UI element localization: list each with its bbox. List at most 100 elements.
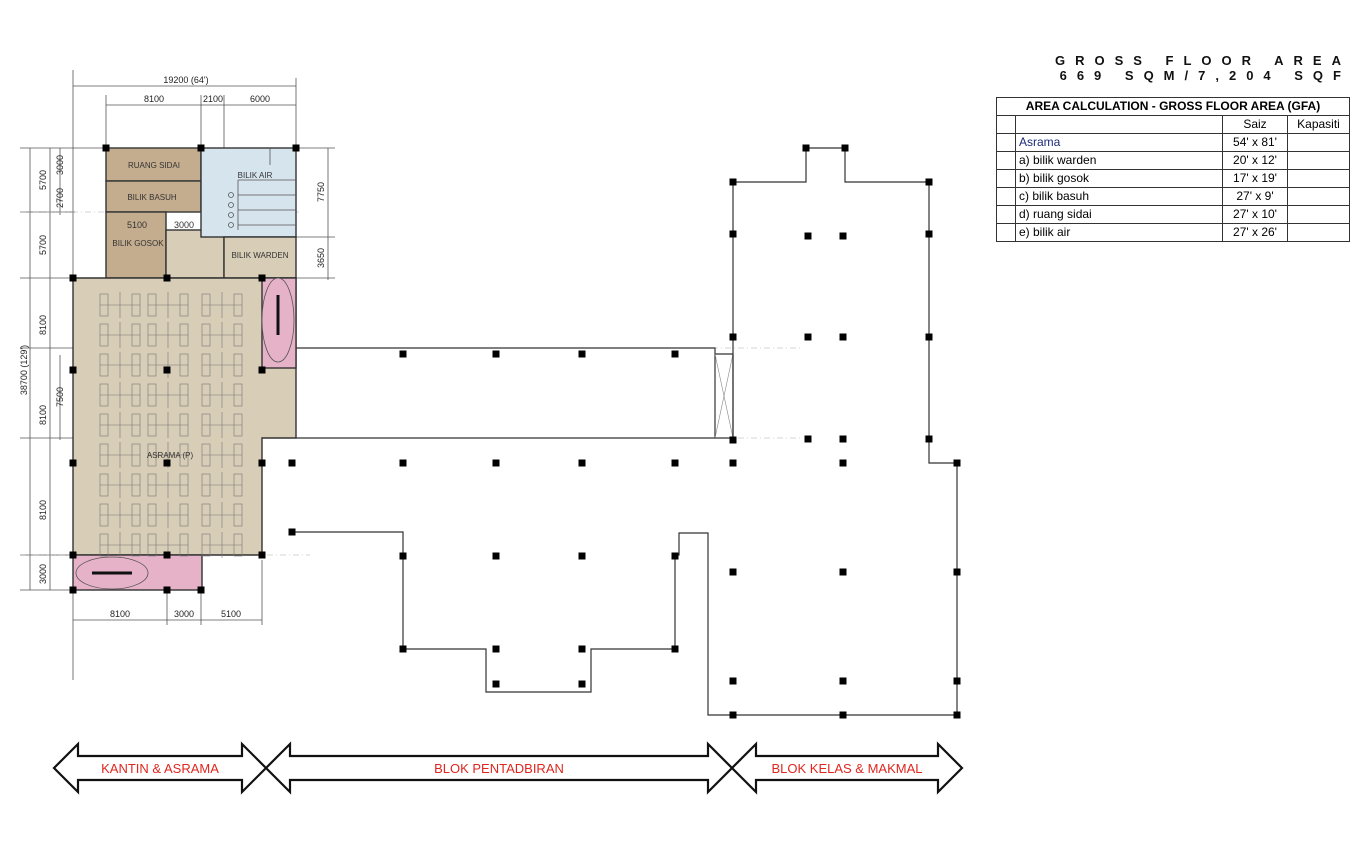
column-marker: [953, 711, 961, 719]
stair-details: [75, 277, 295, 590]
table-row: e) bilik air 27' x 26': [996, 223, 1350, 242]
column-marker: [925, 230, 933, 238]
label-blok-pentadbiran: BLOK PENTADBIRAN: [434, 761, 564, 776]
bed: [201, 473, 211, 497]
bed: [179, 323, 189, 347]
gfa-title-line1: GROSS FLOOR AREA: [1054, 53, 1351, 68]
bilik-basuh-room: [105, 180, 202, 213]
dim-right-a: 7750: [316, 182, 326, 202]
dim-left-a: 5700: [38, 170, 48, 190]
column-marker: [258, 366, 266, 374]
block-arrows: [52, 741, 964, 795]
row-name: d) ruang sidai: [1015, 205, 1223, 224]
admin-block-outline: [292, 147, 958, 716]
column-marker: [163, 366, 171, 374]
column-marker: [492, 680, 500, 688]
dim-top-c: 6000: [250, 94, 270, 104]
bed: [147, 293, 157, 317]
dim-inner-c: 7500: [55, 387, 65, 407]
column-marker: [69, 366, 77, 374]
dim-inner-a: 3000: [55, 155, 65, 175]
column-marker: [163, 274, 171, 282]
bed: [233, 413, 243, 437]
column-marker: [925, 435, 933, 443]
column-marker: [163, 551, 171, 559]
bed: [131, 473, 141, 497]
dimension-lines: [20, 70, 335, 680]
column-marker: [197, 144, 205, 152]
dim-bottom-c: 5100: [221, 609, 241, 619]
bed: [99, 383, 109, 407]
bed: [131, 503, 141, 527]
column-marker: [953, 677, 961, 685]
bilik-warden-room: [223, 236, 297, 279]
column-marker: [578, 552, 586, 560]
label-bilik-gosok: BILIK GOSOK: [112, 239, 164, 248]
bed: [131, 443, 141, 467]
bed: [179, 353, 189, 377]
column-marker: [839, 459, 847, 467]
bed: [201, 293, 211, 317]
table-row: d) ruang sidai 27' x 10': [996, 205, 1350, 224]
column-marker: [69, 274, 77, 282]
label-bilik-basuh: BILIK BASUH: [127, 193, 177, 202]
column-marker: [953, 459, 961, 467]
row-size: 54' x 81': [1222, 133, 1288, 152]
dim-left-f: 3000: [38, 564, 48, 584]
row-name: a) bilik warden: [1015, 151, 1223, 170]
column-marker: [288, 528, 296, 536]
column-marker: [729, 178, 737, 186]
bed: [201, 383, 211, 407]
column-marker: [729, 677, 737, 685]
bed: [147, 413, 157, 437]
column-marker: [492, 350, 500, 358]
bed: [99, 533, 109, 557]
column-marker: [729, 230, 737, 238]
bed: [179, 503, 189, 527]
bed: [131, 323, 141, 347]
bed: [201, 323, 211, 347]
column-marker: [839, 333, 847, 341]
bed: [201, 503, 211, 527]
bed: [179, 293, 189, 317]
bed: [131, 293, 141, 317]
bed: [233, 323, 243, 347]
column-marker: [671, 645, 679, 653]
column-marker: [839, 232, 847, 240]
bed: [233, 533, 243, 557]
column-marker: [671, 350, 679, 358]
column-marker: [804, 232, 812, 240]
bed: [99, 293, 109, 317]
dim-left-e: 8100: [38, 500, 48, 520]
column-marker: [492, 459, 500, 467]
bed: [201, 533, 211, 557]
column-marker: [729, 436, 737, 444]
bed: [99, 353, 109, 377]
column-marker: [578, 645, 586, 653]
bed: [147, 323, 157, 347]
bed: [233, 443, 243, 467]
dim-top-total: 19200 (64'): [163, 75, 208, 85]
bed: [99, 473, 109, 497]
column-marker: [258, 274, 266, 282]
row-size: 17' x 19': [1222, 169, 1288, 188]
row-size: 27' x 26': [1222, 223, 1288, 242]
dim-bottom-a: 8100: [110, 609, 130, 619]
column-marker: [953, 568, 961, 576]
row-size: 27' x 10': [1222, 205, 1288, 224]
dim-bottom-b: 3000: [174, 609, 194, 619]
column-marker: [399, 645, 407, 653]
bed: [179, 473, 189, 497]
bed: [233, 353, 243, 377]
label-bilik-warden: BILIK WARDEN: [231, 251, 288, 260]
bed: [147, 533, 157, 557]
column-marker: [69, 551, 77, 559]
label-blok-kelas: BLOK KELAS & MAKMAL: [771, 761, 922, 776]
bed: [147, 443, 157, 467]
column-marker: [671, 459, 679, 467]
col-kapasiti-header: Kapasiti: [1287, 115, 1350, 134]
column-marker: [102, 144, 110, 152]
column-marker: [729, 459, 737, 467]
dim-top-b: 2100: [203, 94, 223, 104]
column-marker: [729, 711, 737, 719]
